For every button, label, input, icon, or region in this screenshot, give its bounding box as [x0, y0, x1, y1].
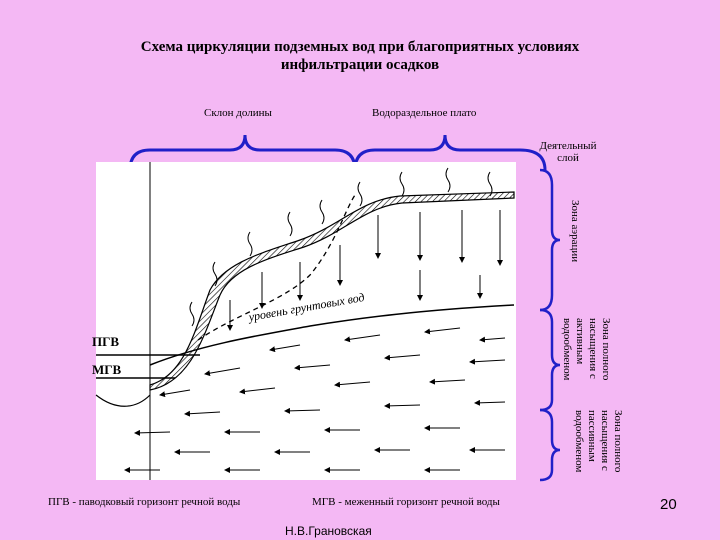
pgv-label: ПГВ	[92, 334, 120, 349]
river-bed	[95, 394, 151, 407]
slope-brace	[128, 134, 357, 171]
flow-arrows	[124, 327, 506, 473]
active-zone-line-2: насыщения с	[587, 318, 599, 379]
passive-zone-line-2: насыщения с	[599, 410, 611, 471]
passive-exchange-zone-label: Зона полного насыщения с пассивным водоо…	[572, 410, 624, 472]
passive-zone-line-1: Зона полного	[612, 410, 624, 473]
title-line-1: Схема циркуляции подземных вод при благо…	[140, 39, 580, 55]
plateau-label: Водораздельное плато	[372, 107, 477, 119]
zone-braces	[539, 168, 561, 482]
aeration-zone-label: Зона аэрации	[569, 200, 581, 263]
rain-wiggles	[189, 167, 493, 327]
active-zone-line-4: водообменом	[561, 318, 573, 381]
mgv-label: МГВ	[92, 362, 122, 377]
active-exchange-zone-label: Зона полного насыщения с активным водооб…	[560, 318, 612, 380]
slope-label: Склон долины	[204, 107, 272, 119]
infiltration-arrows	[227, 210, 503, 331]
passive-zone-line-4: водообменом	[573, 410, 585, 473]
active-zone-line-3: активным	[574, 318, 586, 365]
passive-zone-line-3: пассивным	[586, 410, 598, 462]
diagram-panel	[96, 162, 516, 480]
slide-title: Схема циркуляции подземных вод при благо…	[60, 38, 660, 74]
active-zone-line-1: Зона полного	[600, 318, 612, 381]
pgv-legend: ПГВ - паводковый горизонт речной воды	[48, 496, 241, 508]
active-layer-line-2: слой	[557, 152, 579, 164]
soil-layer	[149, 191, 515, 391]
author: Н.В.Грановская	[285, 524, 372, 538]
active-layer-label: Деятельный слой	[528, 140, 608, 164]
plateau-brace	[353, 134, 547, 171]
title-line-2: инфильтрации осадков	[280, 57, 440, 73]
active-layer-line-1: Деятельный	[539, 140, 597, 152]
dashed-divide-line	[197, 194, 356, 341]
mgv-legend: МГВ - меженный горизонт речной воды	[312, 496, 500, 508]
groundwater-level-line	[149, 304, 515, 366]
page-number: 20	[660, 496, 677, 513]
